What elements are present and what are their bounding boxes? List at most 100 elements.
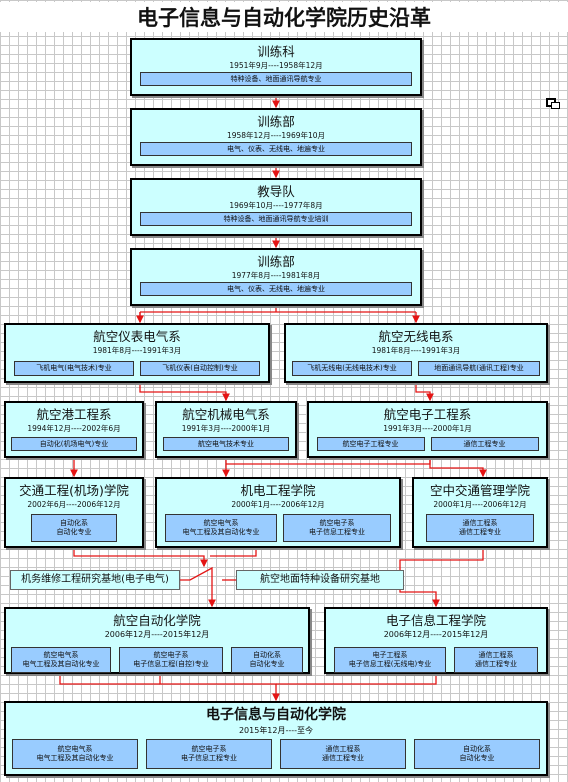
department-label: 自动化系 xyxy=(253,651,281,659)
department-label: 航空电子系 xyxy=(191,745,227,753)
department-label: 航空电子系 xyxy=(319,519,355,527)
major-label: 通信工程专业 xyxy=(463,439,506,448)
node-kongzhong-jiaotong-guanli-xueyuan: 空中交通管理学院 2000年1月----2006年12月 通信工程系 通信工程专… xyxy=(412,477,548,548)
major-label: 飞机电气(电气技术)专业 xyxy=(36,364,112,372)
major-label: 电子信息工程专业 xyxy=(181,754,237,762)
corner-marker-icon xyxy=(546,98,560,109)
department-box: 航空电子系 电子信息工程专业 xyxy=(146,739,272,769)
major-box: 飞机电气(电气技术)专业 xyxy=(14,361,134,376)
department-box: 航空电气系 电气工程及其自动化专业 xyxy=(11,647,111,673)
major-label: 飞机仪表(自动控制)专业 xyxy=(162,364,238,372)
department-box: 通信工程系 通信工程专业 xyxy=(426,514,534,542)
major-box: 特种设备、地面通讯导航专业 xyxy=(140,72,412,86)
node-name: 航空无线电系 xyxy=(378,329,454,344)
department-box: 自动化系 自动化专业 xyxy=(31,514,117,542)
node-jidian-gongcheng-xueyuan: 机电工程学院 2000年1月----2006年12月 航空电气系 电气工程及其自… xyxy=(155,477,401,548)
node-dates: 2006年12月----2015年12月 xyxy=(383,630,489,639)
department-label: 通信工程系 xyxy=(325,745,361,753)
node-hangkonggang-gongcheng-xi: 航空港工程系 1994年12月----2002年6月 自动化(机场电气)专业 xyxy=(4,401,144,458)
major-label: 电气工程及其自动化专业 xyxy=(36,754,114,762)
major-box: 地面通讯导航(通讯工程)专业 xyxy=(418,361,540,376)
major-label: 飞机无线电(无线电技术)专业 xyxy=(307,364,397,372)
node-name: 交通工程(机场)学院 xyxy=(19,483,129,498)
node-dates: 1969年10月----1977年8月 xyxy=(229,201,323,210)
department-box: 通信工程系 通信工程专业 xyxy=(280,739,406,769)
node-name: 训练部 xyxy=(257,114,295,129)
major-label: 自动化专业 xyxy=(56,528,92,536)
base-label: 航空地面特种设备研究基地 xyxy=(260,574,380,585)
department-label: 自动化系 xyxy=(463,745,491,753)
major-box: 电气、仪表、无线电、地遍专业 xyxy=(140,142,412,156)
major-label: 电气、仪表、无线电、地遍专业 xyxy=(227,144,325,153)
node-jiaodaodui: 教导队 1969年10月----1977年8月 特种设备、地面通讯导航专业培训 xyxy=(130,178,422,236)
node-name: 航空仪表电气系 xyxy=(93,329,181,344)
major-box: 飞机仪表(自动控制)专业 xyxy=(140,361,260,376)
node-dates: 1981年8月----1991年3月 xyxy=(371,346,461,355)
department-label: 航空电子系 xyxy=(153,651,189,659)
department-box: 自动化系 自动化专业 xyxy=(231,647,303,673)
major-box: 电气、仪表、无线电、地遍专业 xyxy=(140,282,412,296)
node-dates: 2000年1月----2006年12月 xyxy=(433,500,527,509)
node-dates: 1991年3月----2000年1月 xyxy=(181,424,271,433)
node-name: 训练部 xyxy=(257,254,295,269)
node-name: 训练科 xyxy=(257,44,295,59)
node-hangkong-jixie-dianqi-xi: 航空机械电气系 1991年3月----2000年1月 航空电气技术专业 xyxy=(155,401,297,458)
department-label: 电子工程系 xyxy=(372,651,408,659)
node-name: 空中交通管理学院 xyxy=(429,483,530,498)
node-name: 航空电子工程系 xyxy=(383,407,472,422)
department-label: 航空电气系 xyxy=(43,651,79,659)
department-label: 航空电气系 xyxy=(57,745,93,753)
node-dates: 2006年12月----2015年12月 xyxy=(104,630,210,639)
department-box: 航空电气系 电气工程及其自动化专业 xyxy=(12,739,138,769)
major-box: 航空电气技术专业 xyxy=(163,437,289,451)
major-label: 电子信息工程(自控)专业 xyxy=(133,660,209,668)
node-hangkong-wuxiandian-xi: 航空无线电系 1981年8月----1991年3月 飞机无线电(无线电技术)专业… xyxy=(284,323,548,383)
major-label: 特种设备、地面通讯导航专业 xyxy=(230,74,322,83)
major-label: 电子信息工程专业 xyxy=(309,528,365,536)
node-jiaotong-gongcheng-xueyuan: 交通工程(机场)学院 2002年6月----2006年12月 自动化系 自动化专… xyxy=(4,477,144,548)
major-label: 电气、仪表、无线电、地遍专业 xyxy=(227,284,325,293)
major-label: 自动化(机场电气)专业 xyxy=(39,439,109,448)
major-label: 自动化专业 xyxy=(459,754,495,762)
major-label: 通信工程专业 xyxy=(475,660,517,668)
node-dianzi-xinxi-yu-zidonghua-xueyuan: 电子信息与自动化学院 2015年12月----至今 航空电气系 电气工程及其自动… xyxy=(4,701,548,776)
department-label: 自动化系 xyxy=(60,519,88,527)
research-base-maintenance: 机务维修工程研究基地(电子电气) xyxy=(10,570,180,590)
node-dates: 1981年8月----1991年3月 xyxy=(92,346,182,355)
major-label: 通信工程专业 xyxy=(459,528,501,536)
major-label: 航空电子工程专业 xyxy=(342,439,399,448)
department-box: 航空电子系 电子信息工程(自控)专业 xyxy=(119,647,223,673)
node-xunlianke: 训练科 1951年9月----1958年12月 特种设备、地面通讯导航专业 xyxy=(130,38,422,96)
node-dianzi-xinxi-gongcheng-xueyuan: 电子信息工程学院 2006年12月----2015年12月 电子工程系 电子信息… xyxy=(324,607,548,674)
base-label: 机务维修工程研究基地(电子电气) xyxy=(21,574,169,585)
major-box: 航空电子工程专业 xyxy=(316,437,425,451)
node-xunlianbu-2: 训练部 1977年8月----1981年8月 电气、仪表、无线电、地遍专业 xyxy=(130,248,422,306)
department-label: 通信工程系 xyxy=(462,519,498,527)
node-dates: 1977年8月----1981年8月 xyxy=(231,271,321,280)
major-label: 电气工程及其自动化专业 xyxy=(182,528,260,536)
node-name: 教导队 xyxy=(257,184,295,199)
node-name: 航空自动化学院 xyxy=(113,613,201,628)
department-box: 航空电子系 电子信息工程专业 xyxy=(283,514,391,542)
node-dates: 1958年12月----1969年10月 xyxy=(226,131,326,140)
node-dates: 1994年12月----2002年6月 xyxy=(27,424,121,433)
major-box: 自动化(机场电气)专业 xyxy=(11,437,137,451)
department-box: 通信工程系 通信工程专业 xyxy=(454,647,538,673)
department-box: 电子工程系 电子信息工程(无线电)专业 xyxy=(334,647,446,673)
node-name: 航空港工程系 xyxy=(36,407,112,422)
major-box: 特种设备、地面通讯导航专业培训 xyxy=(140,212,412,226)
major-label: 自动化专业 xyxy=(249,660,285,668)
research-base-ground-equipment: 航空地面特种设备研究基地 xyxy=(236,570,404,590)
major-label: 通信工程专业 xyxy=(322,754,364,762)
node-name: 航空机械电气系 xyxy=(182,407,270,422)
node-hangkong-zidonghua-xueyuan: 航空自动化学院 2006年12月----2015年12月 航空电气系 电气工程及… xyxy=(4,607,310,674)
node-name: 电子信息与自动化学院 xyxy=(206,707,346,723)
node-name: 机电工程学院 xyxy=(240,483,316,498)
node-hangkong-dianzi-gongcheng-xi: 航空电子工程系 1991年3月----2000年1月 航空电子工程专业 通信工程… xyxy=(307,401,548,458)
department-label: 航空电气系 xyxy=(203,519,239,527)
department-label: 通信工程系 xyxy=(478,651,514,659)
node-xunlianbu-1: 训练部 1958年12月----1969年10月 电气、仪表、无线电、地遍专业 xyxy=(130,108,422,166)
major-box: 通信工程专业 xyxy=(430,437,539,451)
node-dates: 2000年1月----2006年12月 xyxy=(231,500,325,509)
major-label: 地面通讯导航(通讯工程)专业 xyxy=(434,364,524,372)
